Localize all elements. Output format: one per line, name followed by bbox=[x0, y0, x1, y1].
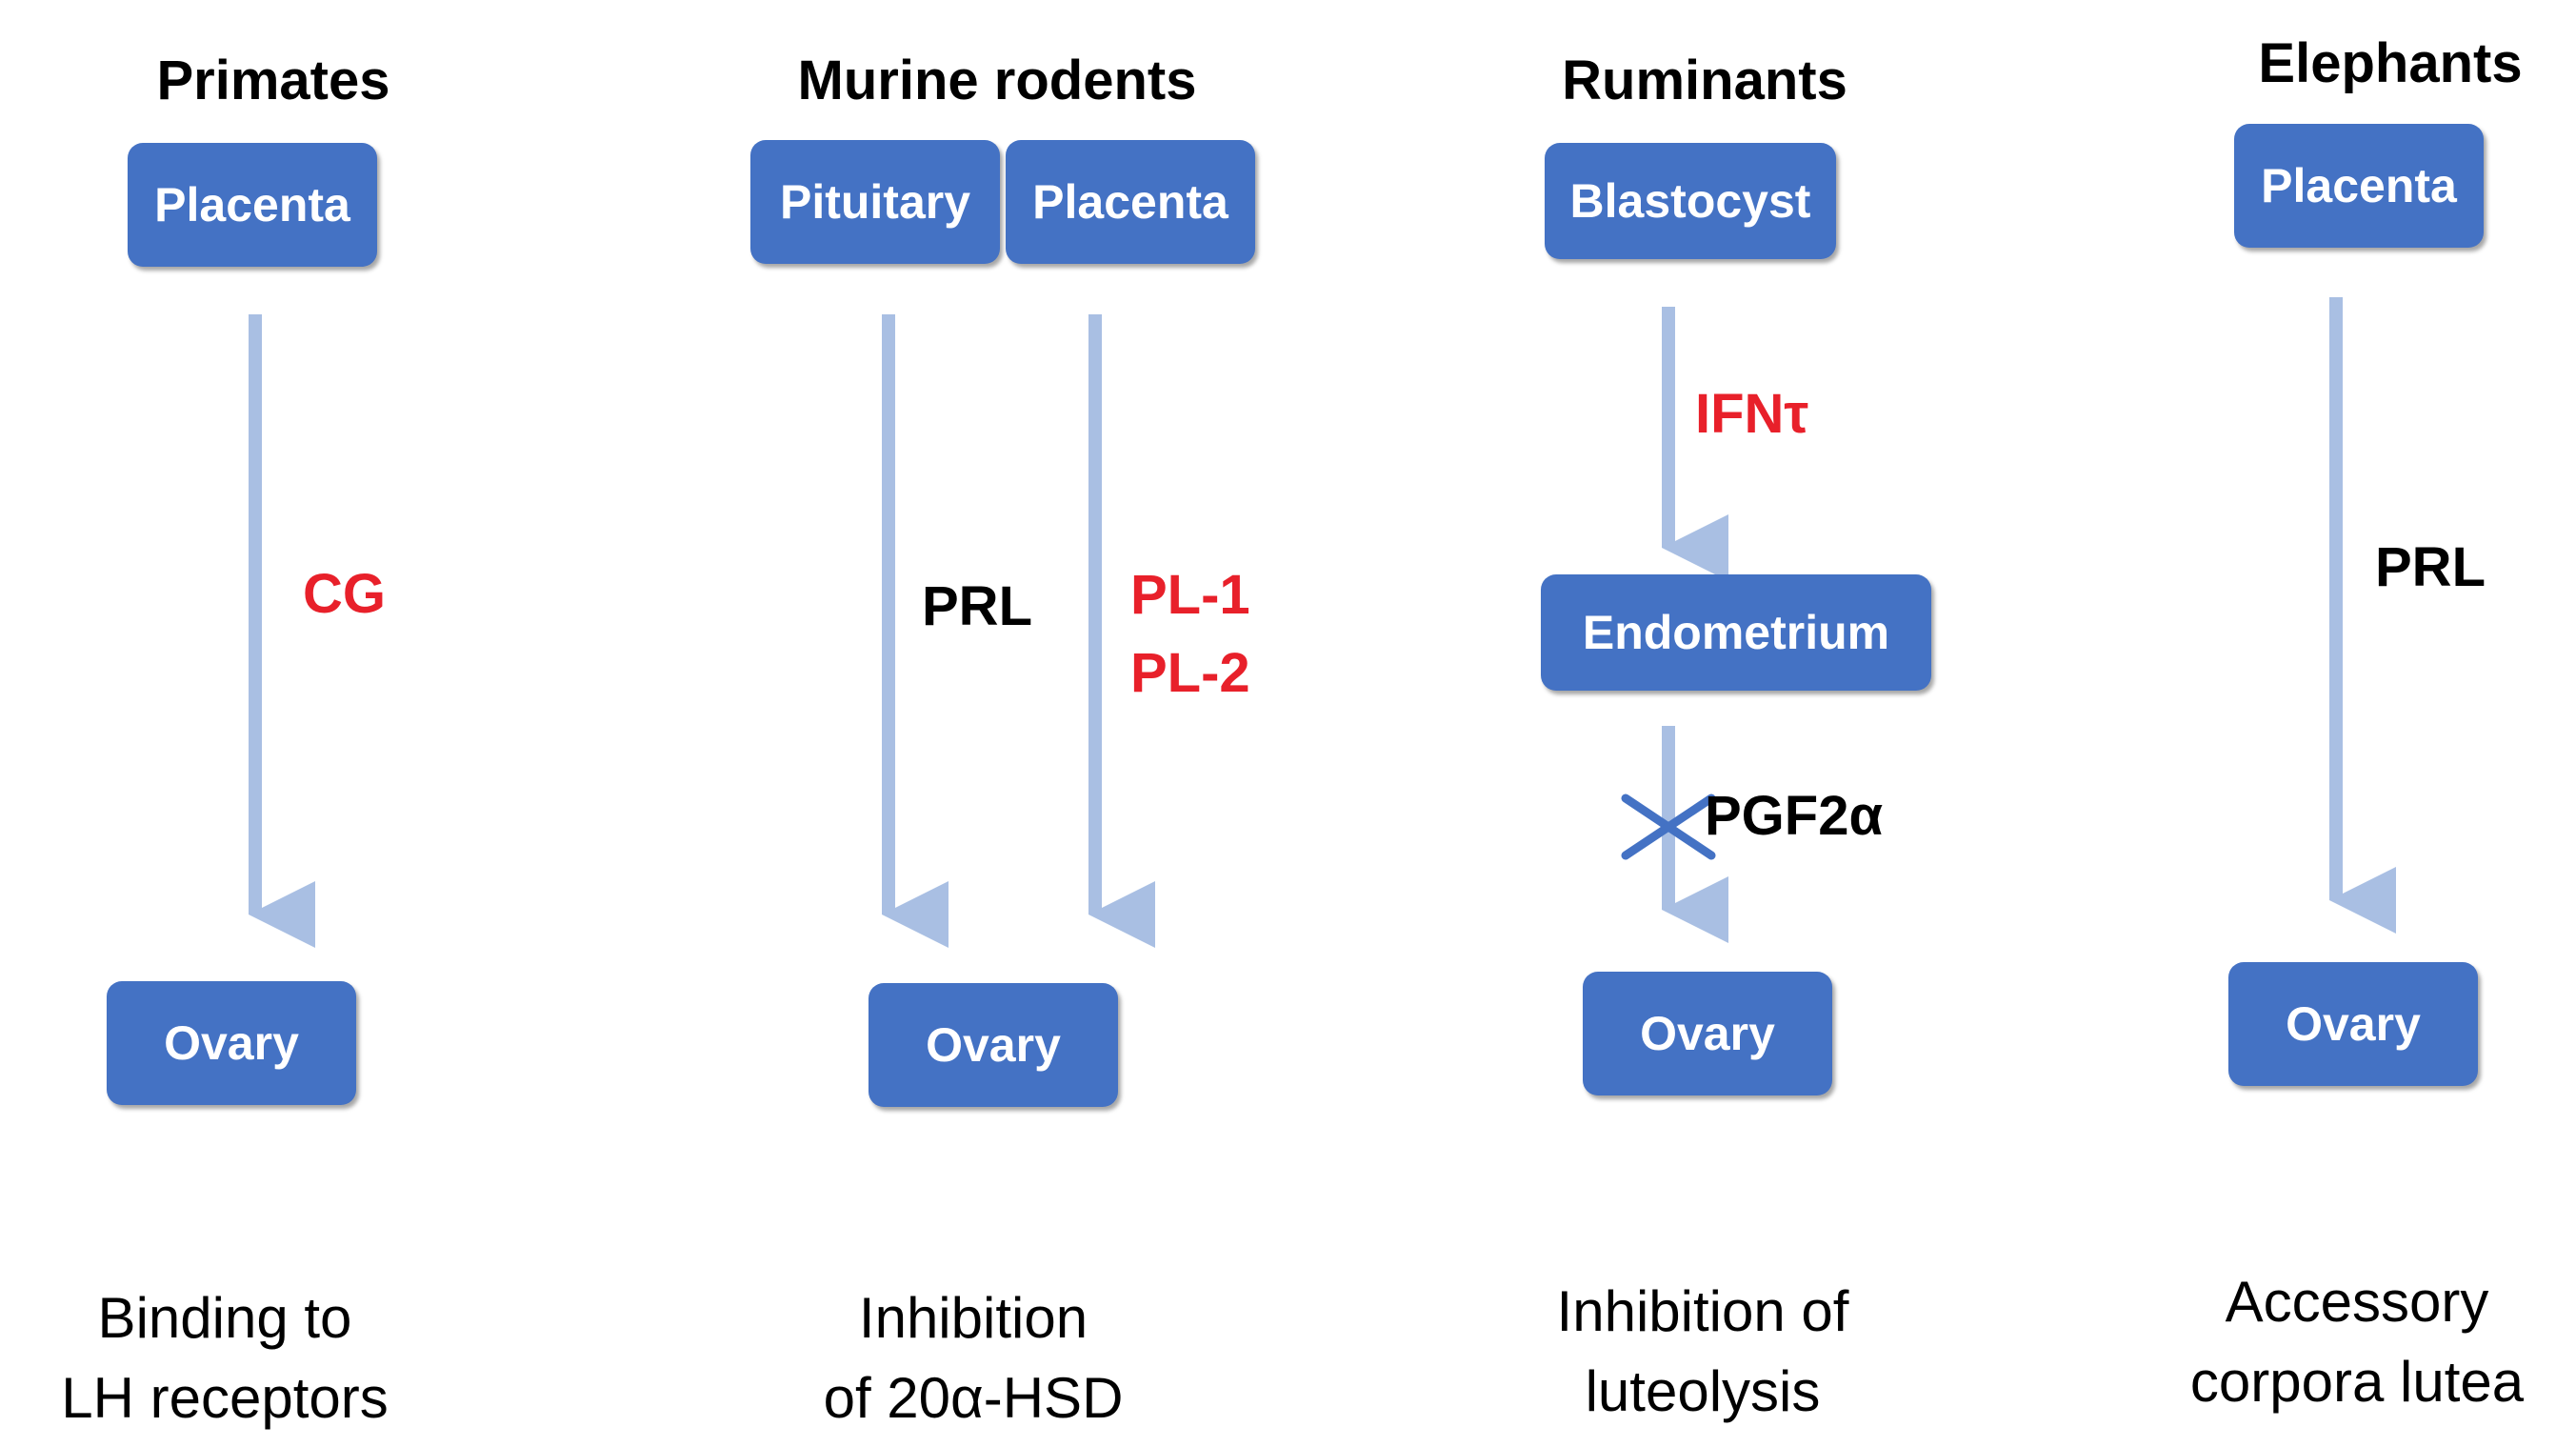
box-murine-placenta: Placenta bbox=[1006, 140, 1255, 264]
signal-ifn-tau: IFNτ bbox=[1695, 383, 1809, 445]
box-murine-pituitary: Pituitary bbox=[750, 140, 1000, 264]
signal-pl-2: PL-2 bbox=[1130, 642, 1250, 704]
box-ruminants-ovary: Ovary bbox=[1583, 972, 1832, 1095]
box-primates-ovary: Ovary bbox=[107, 981, 356, 1105]
signal-prl-elephants: PRL bbox=[2375, 536, 2486, 598]
caption-ruminants: Inhibition of luteolysis bbox=[1557, 1272, 1849, 1432]
caption-primates-line-1: Binding to bbox=[97, 1286, 352, 1350]
box-ruminants-endometrium: Endometrium bbox=[1541, 574, 1931, 691]
caption-primates: Binding to LH receptors bbox=[61, 1278, 388, 1438]
caption-elephants: Accessory corpora lutea bbox=[2190, 1262, 2524, 1422]
caption-elephants-line-2: corpora lutea bbox=[2189, 1350, 2525, 1414]
title-primates: Primates bbox=[156, 50, 390, 111]
title-murine-rodents: Murine rodents bbox=[797, 50, 1197, 111]
signal-prl-murine: PRL bbox=[922, 575, 1032, 637]
signal-cg: CG bbox=[303, 563, 386, 625]
caption-murine-line-2: of 20α-HSD bbox=[823, 1366, 1124, 1430]
signal-pgf2-alpha: PGF2α bbox=[1705, 785, 1884, 847]
block-x-icon bbox=[1621, 794, 1716, 860]
box-primates-placenta: Placenta bbox=[128, 143, 377, 267]
signal-pl-1: PL-1 bbox=[1130, 564, 1250, 626]
title-ruminants: Ruminants bbox=[1562, 50, 1847, 111]
caption-ruminants-line-1: Inhibition of bbox=[1556, 1279, 1849, 1343]
caption-elephants-line-1: Accessory bbox=[2225, 1270, 2489, 1334]
caption-murine-line-1: Inhibition bbox=[858, 1286, 1088, 1350]
box-elephants-ovary: Ovary bbox=[2228, 962, 2478, 1086]
title-elephants: Elephants bbox=[2258, 32, 2523, 94]
caption-murine: Inhibition of 20α-HSD bbox=[824, 1278, 1124, 1438]
box-ruminants-blastocyst: Blastocyst bbox=[1545, 143, 1836, 259]
box-elephants-placenta: Placenta bbox=[2234, 124, 2484, 248]
caption-ruminants-line-2: luteolysis bbox=[1585, 1359, 1821, 1423]
caption-primates-line-2: LH receptors bbox=[61, 1366, 389, 1430]
box-murine-ovary: Ovary bbox=[869, 983, 1118, 1107]
